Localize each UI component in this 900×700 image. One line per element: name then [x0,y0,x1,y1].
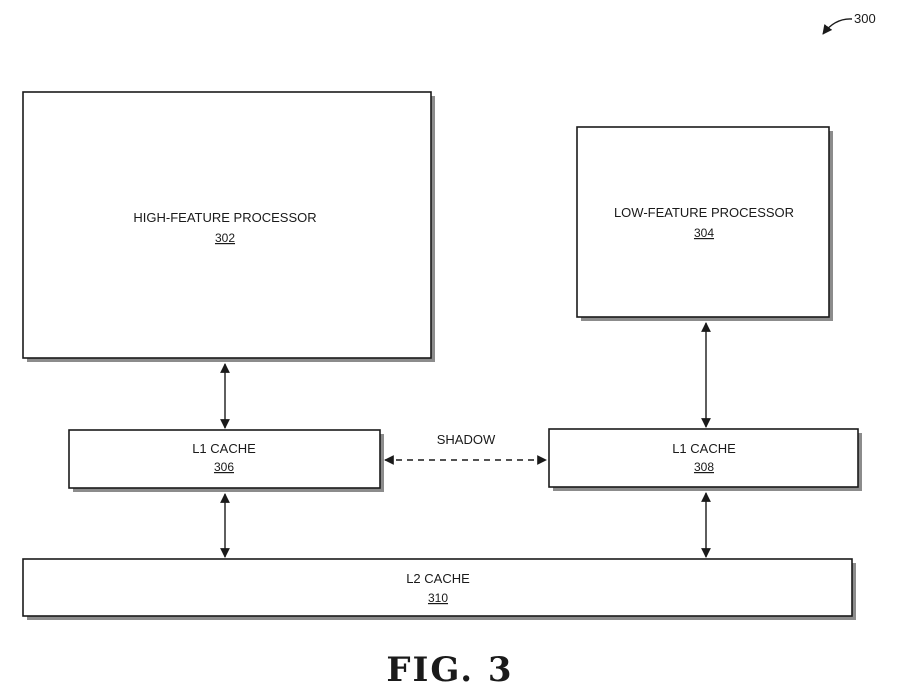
figure-caption: FIG. 3 [386,650,513,690]
high-feature-processor-ref: 302 [215,231,235,245]
high-feature-processor-block: HIGH-FEATURE PROCESSOR 302 [22,91,435,362]
l1-cache-right-block: L1 CACHE 308 [548,428,862,491]
l1-cache-left-block: L1 CACHE 306 [68,429,384,492]
l1-cache-right-ref: 308 [694,460,714,474]
figure-ref-leader-arrow [822,18,853,35]
l1-cache-left-label: L1 CACHE [192,441,256,456]
l2-cache-ref: 310 [428,591,448,605]
shadow-label: SHADOW [437,432,496,447]
l2-cache-block: L2 CACHE 310 [22,558,856,620]
high-feature-processor-label: HIGH-FEATURE PROCESSOR [133,210,316,225]
l2-cache-label: L2 CACHE [406,571,470,586]
low-feature-processor-ref: 304 [694,226,714,240]
figure-ref-number: 300 [854,11,876,26]
shadow-connector: SHADOW [384,432,547,465]
l1-cache-right-label: L1 CACHE [672,441,736,456]
l1-cache-left-ref: 306 [214,460,234,474]
low-feature-processor-label: LOW-FEATURE PROCESSOR [614,205,794,220]
figure-ref-300: 300 [822,11,876,35]
low-feature-processor-block: LOW-FEATURE PROCESSOR 304 [576,126,833,321]
